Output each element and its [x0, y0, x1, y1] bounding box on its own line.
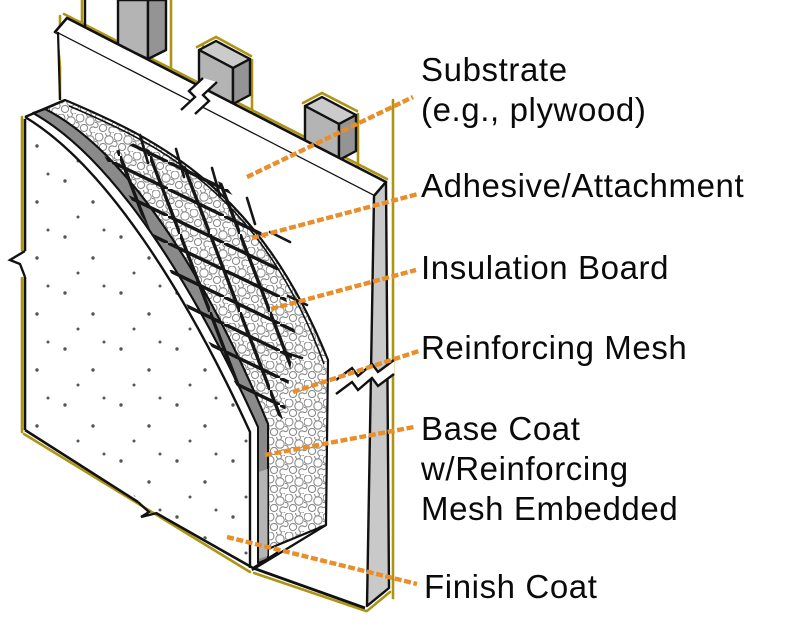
callout-base-coat: Base Coat w/Reinforcing Mesh Embedded: [421, 409, 678, 529]
callout-insulation-line-1: Insulation Board: [421, 249, 670, 286]
callout-substrate-line-1: Substrate: [421, 51, 568, 88]
leader-base-coat: [264, 424, 415, 458]
callout-substrate-line-2: (e.g., plywood): [421, 91, 647, 128]
break-mark-top: [180, 77, 218, 115]
callout-finish-coat: Finish Coat: [424, 567, 598, 607]
stud-1: [116, 0, 168, 61]
callout-base-coat-line-2: w/Reinforcing: [421, 450, 629, 487]
finish-coat-cut-edge: [24, 115, 252, 568]
substrate-end-face: [365, 180, 391, 608]
finish-coat: [7, 98, 259, 570]
break-mark-bottom: [137, 501, 158, 519]
callout-base-coat-line-3: Mesh Embedded: [421, 490, 679, 527]
callout-base-coat-line-1: Base Coat: [421, 410, 581, 447]
callout-finish-coat-line-1: Finish Coat: [424, 568, 598, 605]
callout-reinforcing-mesh-line-1: Reinforcing Mesh: [421, 329, 688, 366]
break-mark-right: [335, 359, 395, 395]
callout-reinforcing-mesh: Reinforcing Mesh: [421, 328, 687, 368]
leader-finish-coat: [226, 534, 418, 587]
leader-substrate: [246, 95, 414, 179]
callout-substrate: Substrate (e.g., plywood): [421, 50, 646, 130]
bottom-edges: [252, 551, 366, 610]
leader-insulation: [270, 267, 417, 312]
callout-adhesive: Adhesive/Attachment: [421, 166, 744, 206]
leader-reinforcing-mesh: [292, 348, 420, 395]
leader-lines: [226, 95, 420, 587]
callout-insulation: Insulation Board: [421, 248, 669, 288]
base-coat-edge-strip: [258, 469, 268, 559]
break-mark-left: [7, 249, 27, 278]
callout-adhesive-line-1: Adhesive/Attachment: [421, 167, 745, 204]
